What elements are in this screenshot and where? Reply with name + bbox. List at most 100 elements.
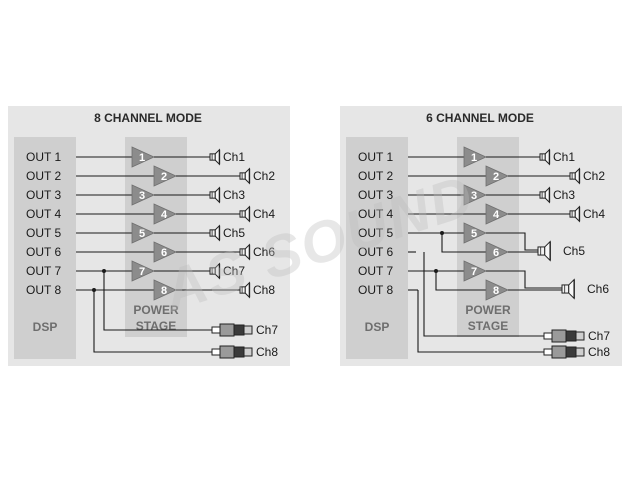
amp-2-number: 2	[161, 171, 167, 183]
output-label: OUT 5	[26, 226, 61, 240]
power-stage-label-line2: STAGE	[468, 319, 508, 333]
rca-ch7-icon-sleeve	[575, 331, 585, 341]
speaker-label: Ch8	[253, 283, 275, 297]
speaker-2-icon-magnet	[239, 172, 246, 180]
amp-4	[153, 203, 177, 225]
amp-6-number: 6	[161, 247, 167, 259]
amp-7-number: 7	[139, 266, 145, 278]
speaker-8-icon	[239, 281, 251, 299]
speaker-2-icon	[569, 167, 581, 185]
speaker-5-icon	[209, 224, 221, 242]
speaker-2-icon	[239, 167, 251, 185]
rca-ch8-icon-tip	[543, 348, 553, 356]
rca-ch8-icon-body	[551, 345, 567, 359]
speaker-label: Ch4	[253, 207, 275, 221]
output-label: OUT 6	[358, 245, 393, 259]
rca-ch8-icon-tip	[211, 348, 221, 356]
speaker-7-icon	[209, 262, 221, 280]
dsp-block	[346, 137, 408, 359]
output-label: OUT 2	[358, 169, 393, 183]
amp-3-number: 3	[139, 190, 145, 202]
output-label: OUT 7	[358, 264, 393, 278]
amp-7-number: 7	[471, 266, 477, 278]
amp-8	[153, 279, 177, 301]
wire-rca-ch7	[423, 252, 544, 337]
output-label: OUT 1	[358, 150, 393, 164]
output-label: OUT 6	[26, 245, 61, 259]
amp-5-number: 5	[139, 228, 145, 240]
speaker-label: Ch1	[553, 150, 575, 164]
amp-8	[485, 279, 509, 301]
power-stage-label-line1: POWER	[133, 303, 179, 317]
amp-7	[131, 260, 155, 282]
wire-out-7-bridge	[435, 271, 486, 291]
amp-3	[463, 184, 487, 206]
wire-speaker-5-pos	[486, 232, 538, 251]
amp-6	[153, 241, 177, 263]
power-stage-label-line2: STAGE	[136, 319, 176, 333]
output-label: OUT 4	[26, 207, 61, 221]
amp-5	[463, 222, 487, 244]
rca-ch7-icon-grip	[565, 330, 577, 342]
speaker-label: Ch4	[583, 207, 605, 221]
rca-ch7-icon-grip	[233, 324, 245, 336]
amp-4-number: 4	[161, 209, 168, 221]
amp-2	[153, 165, 177, 187]
output-label: OUT 3	[26, 188, 61, 202]
panel-title: 8 CHANNEL MODE	[94, 111, 202, 125]
speaker-4-icon-magnet	[239, 210, 246, 218]
rca-ch8-icon	[211, 345, 253, 359]
rca-ch7-icon-tip	[543, 332, 553, 340]
rca-ch8-icon	[543, 345, 585, 359]
speaker-6-icon	[239, 243, 251, 261]
speaker-label: Ch3	[223, 188, 245, 202]
rca-ch8-icon-grip	[233, 346, 245, 358]
amp-6	[485, 241, 509, 263]
speaker-1-icon	[209, 148, 221, 166]
rca-ch7-icon-body	[551, 329, 567, 343]
speaker-2-icon-magnet	[569, 172, 576, 180]
speaker-4-icon-magnet	[569, 210, 576, 218]
output-label: OUT 8	[358, 283, 393, 297]
rca-ch7-icon	[211, 323, 253, 337]
amp-3-number: 3	[471, 190, 477, 202]
rca-ch8-icon-grip	[565, 346, 577, 358]
speaker-label: Ch2	[583, 169, 605, 183]
speaker-5-icon-magnet	[209, 229, 216, 237]
output-label: OUT 5	[358, 226, 393, 240]
rca-ch8-icon-sleeve	[243, 347, 253, 357]
output-label: OUT 7	[26, 264, 61, 278]
speaker-3-icon-magnet	[209, 191, 216, 199]
amp-8-number: 8	[161, 285, 167, 297]
rca-label: Ch7	[256, 323, 278, 337]
speaker-label: Ch6	[587, 282, 609, 296]
output-label: OUT 1	[26, 150, 61, 164]
speaker-6-icon	[561, 278, 575, 300]
rca-label: Ch8	[256, 345, 278, 359]
speaker-label: Ch1	[223, 150, 245, 164]
amp-8-number: 8	[493, 285, 499, 297]
rca-ch7-icon-body	[219, 323, 235, 337]
speaker-3-icon-magnet	[539, 191, 546, 199]
amp-2	[485, 165, 509, 187]
amp-5	[131, 222, 155, 244]
wire-rca-ch8	[93, 290, 212, 353]
speaker-5-icon-magnet	[537, 246, 546, 256]
rca-ch7-icon	[543, 329, 585, 343]
speaker-label: Ch6	[253, 245, 275, 259]
rca-label: Ch8	[588, 345, 610, 359]
rca-label: Ch7	[588, 329, 610, 343]
speaker-4-icon	[569, 205, 581, 223]
output-label: OUT 8	[26, 283, 61, 297]
speaker-label: Ch7	[223, 264, 245, 278]
output-label: OUT 2	[26, 169, 61, 183]
wire-speaker-6-pos	[486, 270, 562, 289]
amp-5-number: 5	[471, 228, 477, 240]
output-label: OUT 4	[358, 207, 393, 221]
rca-ch8-icon-body	[219, 345, 235, 359]
amp-1	[463, 146, 487, 168]
amp-6-number: 6	[493, 247, 499, 259]
power-stage-label-line1: POWER	[465, 303, 511, 317]
